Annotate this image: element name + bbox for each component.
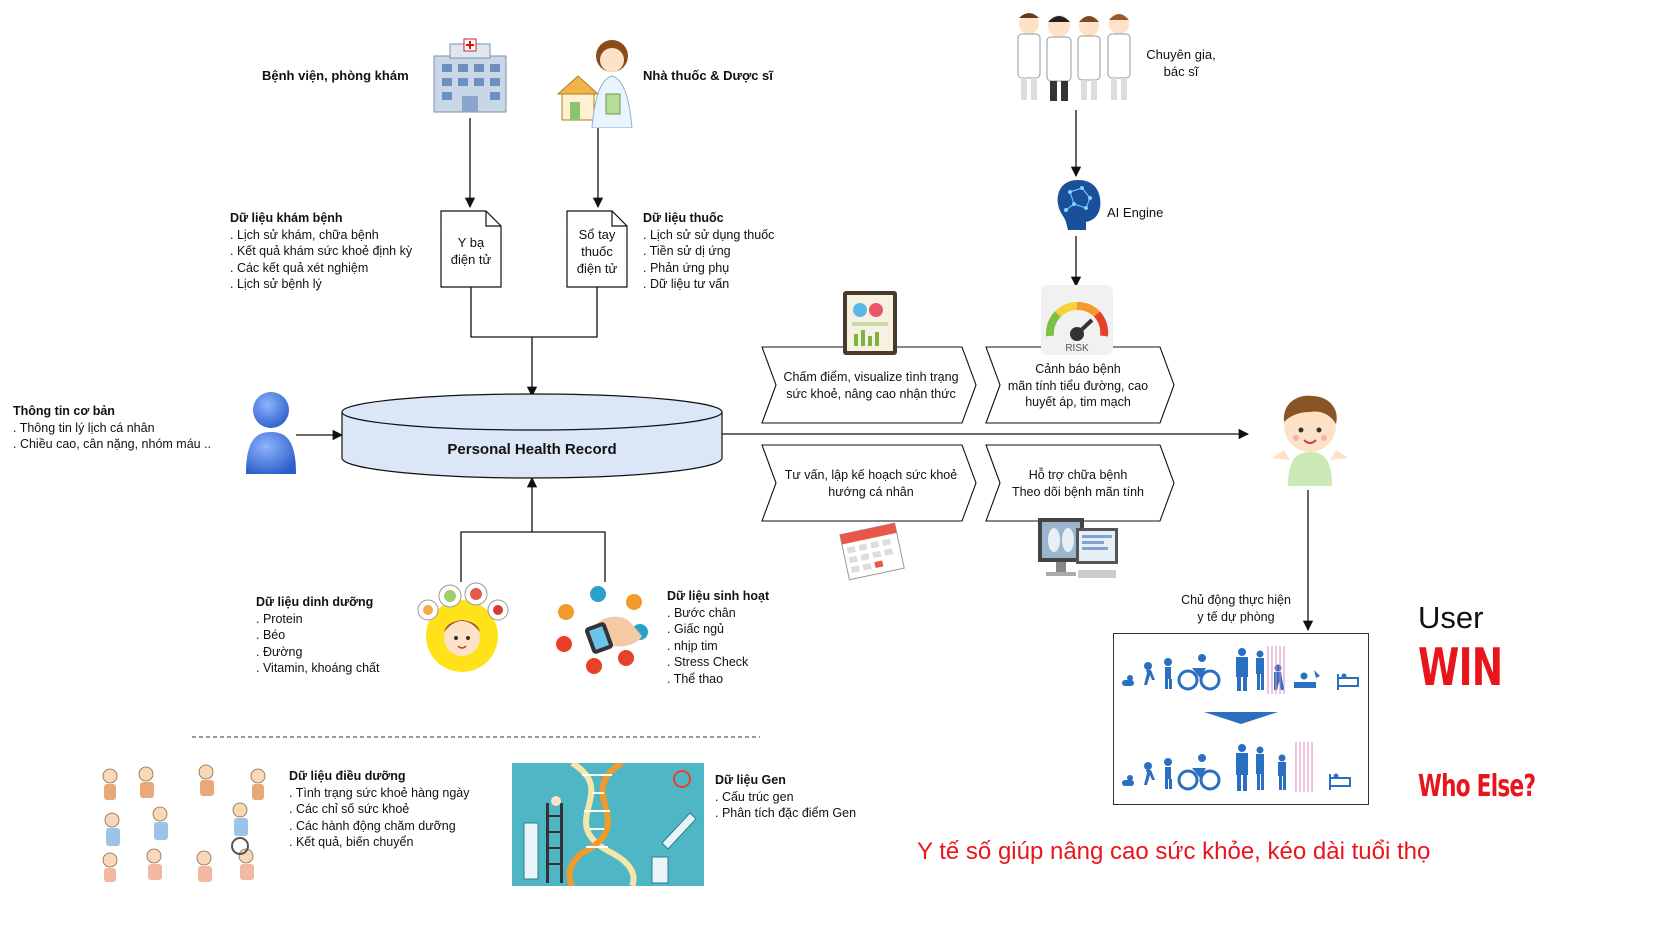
list-item: . Vitamin, khoáng chất	[256, 661, 380, 675]
slogan: Y tế số giúp nâng cao sức khỏe, kéo dài …	[917, 838, 1431, 865]
basic-info-title: Thông tin cơ bản	[13, 404, 115, 418]
list-item: . nhịp tim	[667, 638, 718, 653]
pharmacist-icon	[556, 40, 633, 128]
list-item: . Các chỉ số sức khoẻ	[289, 802, 410, 816]
list-item: . Protein	[256, 611, 303, 626]
list-item: . Chiều cao, cân nặng, nhóm máu ..	[13, 437, 212, 451]
user-label: User	[1418, 600, 1484, 635]
list-item: . Tiền sử dị ứng	[643, 244, 731, 258]
drug-book-doc-icon	[566, 210, 628, 288]
medical-record-doc-icon	[440, 210, 502, 288]
list-item: . Stress Check	[667, 655, 749, 669]
list-item: . Bước chân	[667, 605, 736, 620]
ai-brain-icon	[1057, 180, 1101, 230]
pharmacy-label: Nhà thuốc & Dược sĩ	[643, 68, 773, 83]
list-item: . Các kết quả xét nghiệm	[230, 260, 369, 275]
service-alert: Cảnh báo bệnh mãn tính tiểu đường, cao h…	[1007, 362, 1149, 409]
service-chevrons	[761, 346, 1175, 522]
list-item: . Tình trạng sức khoẻ hàng ngày	[289, 785, 470, 800]
phr-label: Personal Health Record	[447, 441, 617, 458]
lifespan-figures-icon	[1122, 646, 1359, 792]
medical-data-block: Dữ liệu khám bệnh . Lịch sử khám, chữa b…	[230, 210, 412, 293]
list-item: . Giấc ngủ	[667, 622, 724, 636]
nutrition-block: Dữ liệu dinh dưỡng . Protein . Béo . Đườ…	[256, 594, 379, 677]
prevention-label: Chủ động thực hiện y tế dự phòng	[1181, 593, 1291, 624]
medical-record-label: Y bạ điện tử	[450, 235, 492, 267]
list-item: . Cấu trúc gen	[715, 789, 794, 804]
nursing-block: Dữ liệu điều dưỡng . Tình trạng sức khoẻ…	[289, 768, 469, 851]
hospital-label: Bệnh viện, phòng khám	[262, 68, 409, 83]
list-item: . Lịch sử khám, chữa bệnh	[230, 227, 379, 242]
hospital-icon	[433, 38, 507, 113]
dna-gene-icon	[512, 763, 704, 886]
experts-label: Chuyên gia, bác sĩ	[1146, 47, 1216, 79]
service-advice: Tư vấn, lập kế hoạch sức khoẻ hướng cá n…	[784, 468, 958, 499]
list-item: . Thể thao	[667, 671, 724, 686]
ai-engine-label: AI Engine	[1107, 205, 1164, 220]
person-icon	[246, 392, 296, 474]
list-item: . Lịch sử bệnh lý	[230, 277, 322, 291]
drug-book-label: Sổ tay thuốc điện tử	[576, 227, 618, 276]
list-item: . Kết quả, biến chuyển	[289, 835, 414, 849]
nutrition-icon	[417, 582, 509, 672]
gene-title: Dữ liệu Gen	[715, 773, 786, 787]
list-item: . Phản ứng phụ	[643, 260, 730, 275]
list-item: . Đường	[256, 644, 303, 659]
gene-block: Dữ liệu Gen . Cấu trúc gen . Phân tích đ…	[715, 772, 856, 822]
list-item: . Kết quả khám sức khoẻ định kỳ	[230, 244, 413, 258]
win-label: WIN	[1418, 638, 1503, 698]
medical-data-title: Dữ liệu khám bệnh	[230, 211, 343, 225]
drug-data-title: Dữ liệu thuốc	[643, 211, 724, 225]
list-item: . Thông tin lý lịch cá nhân	[13, 420, 155, 435]
nursing-care-icon	[102, 764, 266, 882]
lifestyle-block: Dữ liệu sinh hoạt . Bước chân . Giấc ngủ…	[667, 588, 769, 687]
risk-label: RISK	[1065, 343, 1089, 354]
list-item: . Các hành động chăm dưỡng	[289, 818, 456, 833]
doctors-icon	[1017, 13, 1131, 101]
service-support: Hỗ trợ chữa bệnh Theo dõi bệnh mãn tính	[1011, 468, 1145, 499]
nutrition-title: Dữ liệu dinh dưỡng	[256, 595, 374, 609]
lifestyle-icon	[556, 586, 648, 674]
who-else-label: Who Else?	[1418, 769, 1536, 804]
list-item: . Dữ liệu tư vấn	[643, 277, 730, 291]
calendar-icon	[839, 522, 905, 581]
happy-user-icon	[1272, 395, 1348, 486]
medical-monitor-icon	[1038, 518, 1118, 578]
list-item: . Phân tích đặc điểm Gen	[715, 806, 857, 820]
phr-database-icon	[341, 393, 723, 479]
list-item: . Lịch sử sử dụng thuốc	[643, 227, 775, 242]
service-scoring: Chấm điểm, visualize tình trạng sức khoẻ…	[783, 370, 959, 401]
nursing-title: Dữ liệu điều dưỡng	[289, 769, 406, 783]
drug-data-block: Dữ liệu thuốc . Lịch sử sử dụng thuốc . …	[643, 210, 774, 293]
dashboard-tablet-icon	[843, 291, 897, 355]
lifestyle-title: Dữ liệu sinh hoạt	[667, 589, 770, 603]
basic-info-block: Thông tin cơ bản . Thông tin lý lịch cá …	[13, 403, 211, 453]
risk-gauge-icon	[1041, 285, 1113, 355]
list-item: . Béo	[256, 628, 286, 642]
